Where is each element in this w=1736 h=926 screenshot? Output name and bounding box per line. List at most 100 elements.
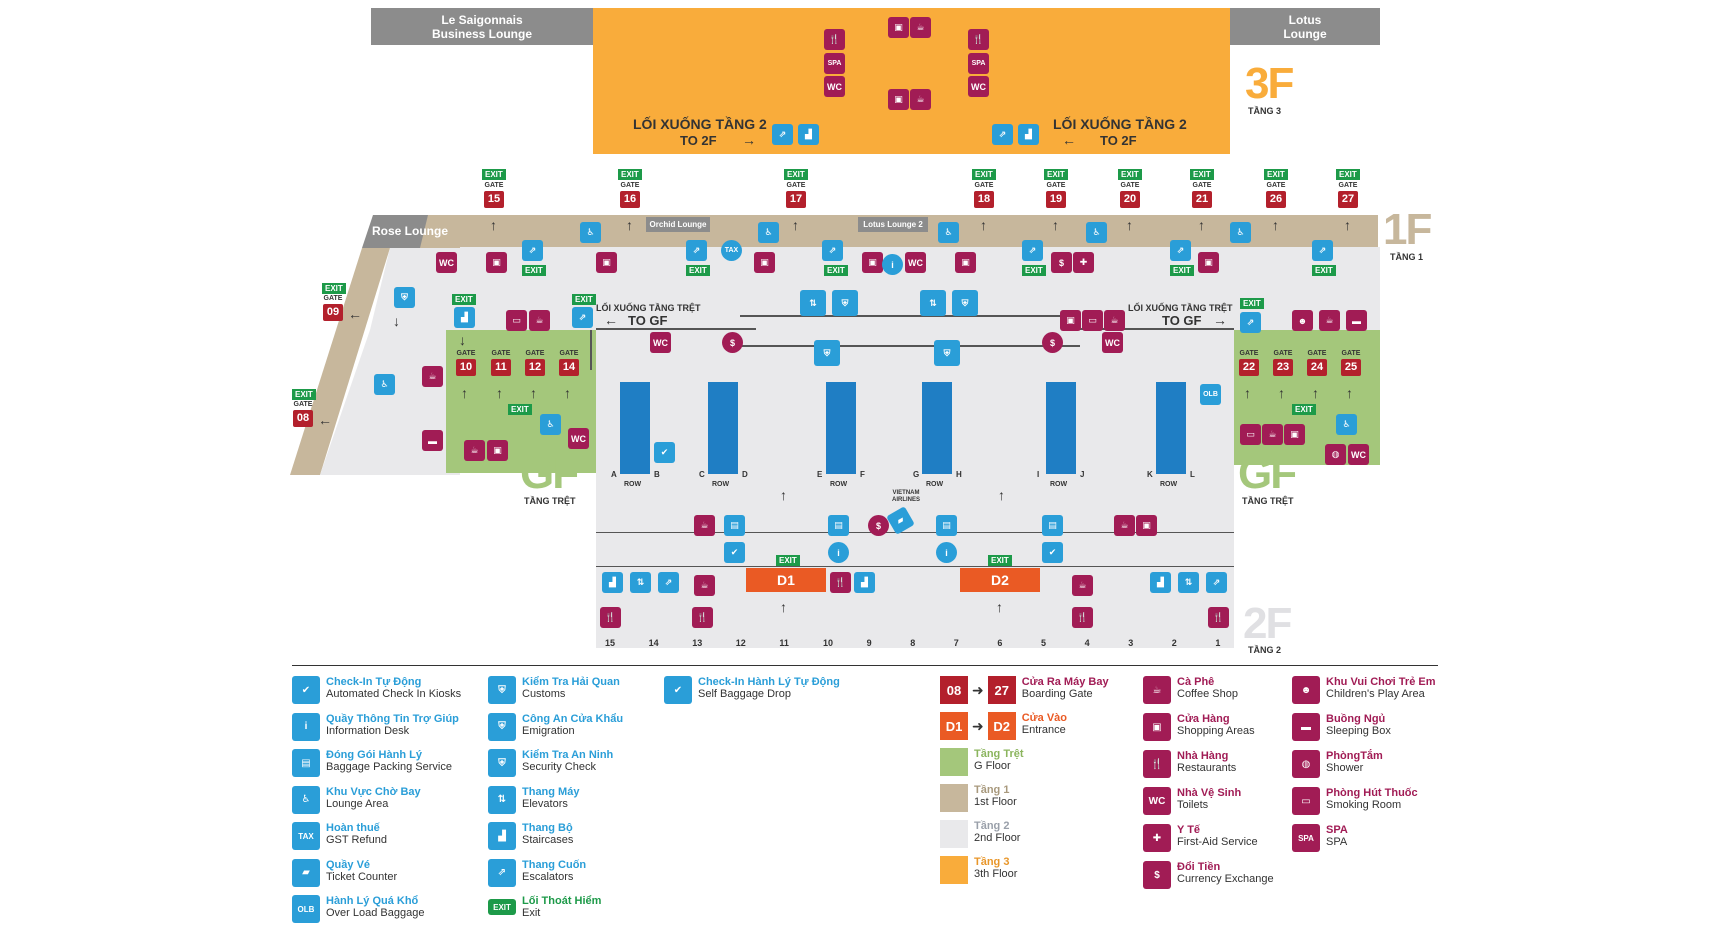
check-icon[interactable]: ✔ [1042, 542, 1063, 563]
escalator-icon[interactable]: ⇗ [572, 307, 593, 328]
security-icon[interactable]: ⛨ [814, 340, 840, 366]
elevator-icon[interactable]: ⇅ [630, 572, 651, 593]
shopping-icon[interactable]: ▣ [862, 252, 883, 273]
smoking-room-icon[interactable]: ▭ [1082, 310, 1103, 331]
entrance-d1[interactable]: D1 [746, 568, 826, 592]
shopping-icon[interactable]: ▣ [754, 252, 775, 273]
first-aid-icon[interactable]: ✚ [1073, 252, 1094, 273]
currency-exchange-icon[interactable]: $ [1042, 332, 1063, 353]
coffee-icon[interactable]: ☕ [1262, 424, 1283, 445]
baggage-packing-icon[interactable]: ▤ [936, 515, 957, 536]
coffee-icon[interactable]: ☕ [694, 515, 715, 536]
customs-icon[interactable]: ⛨ [394, 287, 415, 308]
self-bag-drop-icon[interactable]: ✔ [654, 442, 675, 463]
wc-icon[interactable]: WC [824, 76, 845, 97]
shopping-icon[interactable]: ▣ [486, 252, 507, 273]
shopping-icon[interactable]: ▣ [487, 440, 508, 461]
currency-exchange-icon[interactable]: $ [868, 515, 889, 536]
elevator-icon[interactable]: ⇅ [920, 290, 946, 316]
currency-exchange-icon[interactable]: $ [722, 332, 743, 353]
smoking-room-icon[interactable]: ▭ [506, 310, 527, 331]
coffee-icon[interactable]: ☕ [694, 575, 715, 596]
restaurant-icon[interactable]: 🍴 [1208, 607, 1229, 628]
currency-exchange-icon[interactable]: $ [1051, 252, 1072, 273]
shower-icon[interactable]: ◍ [1325, 444, 1346, 465]
coffee-icon[interactable]: ☕ [464, 440, 485, 461]
restaurant-icon[interactable]: 🍴 [968, 29, 989, 50]
checkin-row[interactable] [826, 382, 856, 474]
info-icon[interactable]: i [828, 542, 849, 563]
tax-icon[interactable]: TAX [721, 240, 742, 261]
stairs-icon[interactable]: ▟ [1150, 572, 1171, 593]
shopping-icon[interactable]: ▣ [1060, 310, 1081, 331]
escalator-icon[interactable]: ⇗ [822, 240, 843, 261]
wc-icon[interactable]: WC [905, 252, 926, 273]
checkin-row[interactable] [1156, 382, 1186, 474]
checkin-row[interactable] [1046, 382, 1076, 474]
restaurant-icon[interactable]: 🍴 [600, 607, 621, 628]
coffee-icon[interactable]: ☕ [910, 17, 931, 38]
escalator-icon[interactable]: ⇗ [1206, 572, 1227, 593]
shopping-icon[interactable]: ▣ [1284, 424, 1305, 445]
escalator-icon[interactable]: ⇗ [522, 240, 543, 261]
coffee-icon[interactable]: ☕ [1072, 575, 1093, 596]
lounge-seat-icon[interactable]: ♿ [758, 222, 779, 243]
lounge-seat-icon[interactable]: ♿ [374, 374, 395, 395]
wc-icon[interactable]: WC [1102, 332, 1123, 353]
coffee-icon[interactable]: ☕ [1104, 310, 1125, 331]
stairs-icon[interactable]: ▟ [854, 572, 875, 593]
escalator-icon[interactable]: ⇗ [992, 124, 1013, 145]
olb-icon[interactable]: OLB [1200, 384, 1221, 405]
lounge-seat-icon[interactable]: ♿ [938, 222, 959, 243]
shopping-icon[interactable]: ▣ [888, 89, 909, 110]
checkin-row[interactable] [620, 382, 650, 474]
shopping-icon[interactable]: ▣ [955, 252, 976, 273]
shopping-icon[interactable]: ▣ [596, 252, 617, 273]
baggage-packing-icon[interactable]: ▤ [1042, 515, 1063, 536]
coffee-icon[interactable]: ☕ [910, 89, 931, 110]
sleeping-box-icon[interactable]: ▬ [1346, 310, 1367, 331]
wc-icon[interactable]: WC [1348, 444, 1369, 465]
escalator-icon[interactable]: ⇗ [772, 124, 793, 145]
checkin-row[interactable] [708, 382, 738, 474]
escalator-icon[interactable]: ⇗ [1170, 240, 1191, 261]
shopping-icon[interactable]: ▣ [888, 17, 909, 38]
coffee-icon[interactable]: ☕ [1319, 310, 1340, 331]
restaurant-icon[interactable]: 🍴 [824, 29, 845, 50]
stairs-icon[interactable]: ▟ [798, 124, 819, 145]
emigration-icon[interactable]: ⛨ [952, 290, 978, 316]
info-icon[interactable]: i [936, 542, 957, 563]
coffee-icon[interactable]: ☕ [1114, 515, 1135, 536]
restaurant-icon[interactable]: 🍴 [1072, 607, 1093, 628]
lounge-seat-icon[interactable]: ♿ [1336, 414, 1357, 435]
stairs-icon[interactable]: ▟ [454, 307, 475, 328]
wc-icon[interactable]: WC [436, 252, 457, 273]
coffee-icon[interactable]: ☕ [529, 310, 550, 331]
restaurant-icon[interactable]: 🍴 [830, 572, 851, 593]
shopping-icon[interactable]: ▣ [1136, 515, 1157, 536]
shopping-icon[interactable]: ▣ [1198, 252, 1219, 273]
baggage-packing-icon[interactable]: ▤ [828, 515, 849, 536]
escalator-icon[interactable]: ⇗ [1312, 240, 1333, 261]
lounge-seat-icon[interactable]: ♿ [1230, 222, 1251, 243]
lounge-seat-icon[interactable]: ♿ [1086, 222, 1107, 243]
wc-icon[interactable]: WC [650, 332, 671, 353]
check-icon[interactable]: ✔ [724, 542, 745, 563]
